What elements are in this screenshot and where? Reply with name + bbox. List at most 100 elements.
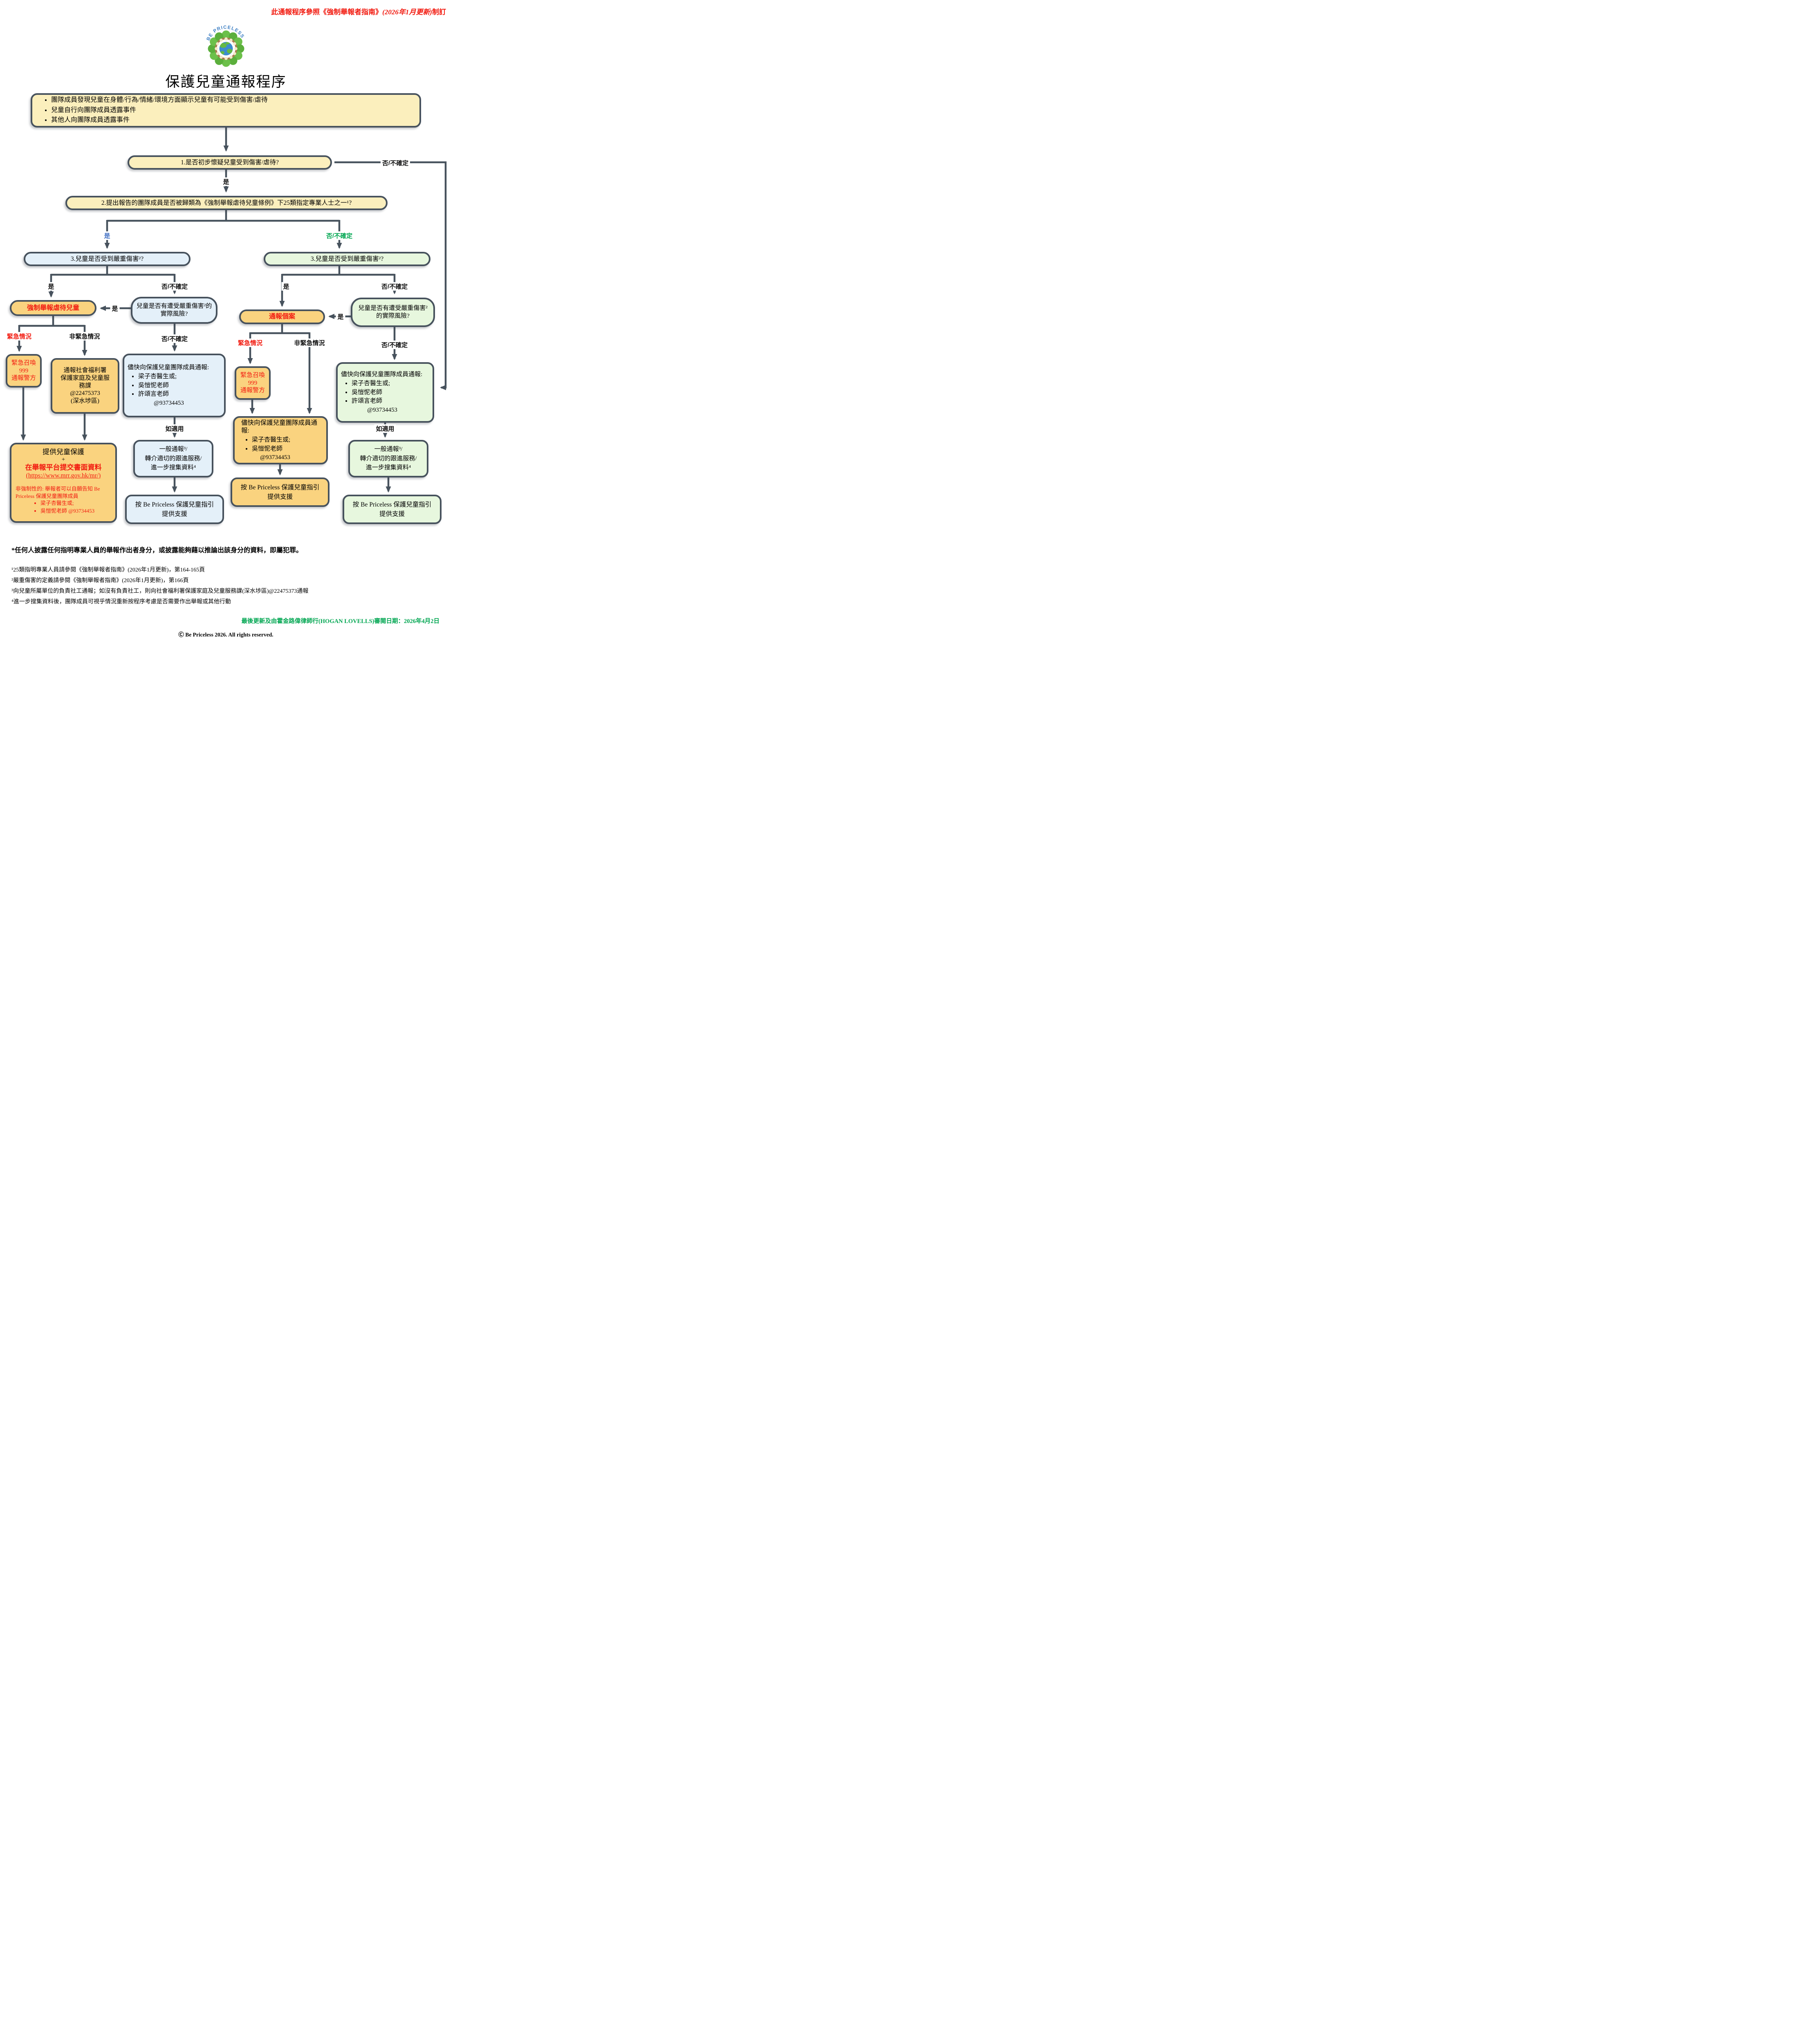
question-2-text: 2.提出報告的團隊成員是否被歸類為《強制舉報虐待兒童條例》下25類指定專業人士之… bbox=[101, 199, 352, 206]
label-urgent-left: 緊急情況 bbox=[5, 332, 34, 341]
notify-member: 吳愷怩老師 bbox=[138, 381, 177, 390]
label-no-unsure-q1: 否/不確定 bbox=[380, 159, 410, 167]
label-if-applicable-left: 如適用 bbox=[164, 424, 186, 433]
notify-title: 儘快向保護兒童團隊成員通報: bbox=[241, 419, 318, 435]
notify-team-urgent-node: 儘快向保護兒童團隊成員通報: 梁子杏醫生或; 吳愷怩老師 @93734453 bbox=[233, 416, 328, 464]
review-date: 最後更新及由霍金路偉律師行(HOGAN LOVELLS)審閱日期：2026年4月… bbox=[241, 618, 439, 625]
notify-member: 梁子杏醫生或; bbox=[252, 436, 290, 445]
intro-bullet: 兒童自行向團隊成員透露事件 bbox=[51, 105, 268, 116]
call-999-line: 999 bbox=[248, 379, 258, 386]
notify-member-list: 梁子杏醫生或; 吳愷怩老師 bbox=[241, 436, 290, 454]
intro-box: 團隊成員發現兒童在身體/行為/情緒/環境方面顯示兒童有可能受到傷害/虐待 兒童自… bbox=[31, 93, 421, 128]
general-report-line: 進一步搜集資料⁴ bbox=[150, 464, 196, 471]
question-3-text: 3.兒童是否受到嚴重傷害²? bbox=[70, 255, 144, 262]
disclosure-warning: *任何人披露任何指明專業人員的舉報作出者身分，或披露能夠藉以推論出該身分的資料，… bbox=[11, 547, 303, 554]
general-report-line: 一般通報³/ bbox=[159, 446, 188, 453]
logo-children-ring bbox=[208, 30, 244, 67]
support-line: 按 Be Priceless 保護兒童指引 bbox=[352, 501, 432, 508]
label-no-unsure-risk-left: 否/不確定 bbox=[159, 334, 190, 343]
report-case-node: 通報個案 bbox=[239, 309, 325, 324]
footnote: ¹25類指明專業人員請參閱《強制舉報者指南》(2026年1月更新)，第164-1… bbox=[11, 567, 205, 573]
mandatory-report-node: 強制舉報虐待兒童 bbox=[10, 300, 96, 316]
call-999-line: 999 bbox=[19, 367, 29, 374]
notify-member-list: 梁子杏醫生或; 吳愷怩老師 許頌言老師 bbox=[341, 379, 390, 406]
label-if-applicable-right: 如適用 bbox=[374, 424, 396, 433]
be-priceless-logo: BE PRICELESS bbox=[206, 25, 244, 67]
label-non-urgent-right: 非緊急情況 bbox=[292, 338, 327, 347]
notify-team-right-node: 儘快向保護兒童團隊成員通報: 梁子杏醫生或; 吳愷怩老師 許頌言老師 @9373… bbox=[336, 362, 434, 423]
notify-member: 許頌言老師 bbox=[352, 397, 390, 406]
question-1-text: 1.是否初步懷疑兒童受到傷害/虐待? bbox=[181, 159, 279, 166]
copyright: Ⓒ Be Priceless 2026. All rights reserved… bbox=[178, 632, 274, 638]
logo-earth bbox=[219, 42, 233, 56]
support-right-node: 按 Be Priceless 保護兒童指引 提供支援 bbox=[343, 495, 442, 524]
risk-question-text: 兒童是否有遭受嚴重傷害²的實際風險? bbox=[358, 305, 428, 319]
notify-member: 梁子杏醫生或; bbox=[138, 372, 177, 381]
header-reference-note: 此通報程序參照《強制舉報者指南》(2026年1月更新)制訂 bbox=[271, 6, 446, 16]
call-999-left-node: 緊急召喚 999 通報警方 bbox=[6, 354, 42, 388]
call-999-right-node: 緊急召喚 999 通報警方 bbox=[235, 366, 271, 400]
notify-phone: @93734453 bbox=[154, 400, 184, 407]
label-no-unsure-risk-right: 否/不確定 bbox=[379, 341, 410, 349]
provide-line-2: 在舉報平台提交書面資料 bbox=[25, 463, 102, 471]
swd-line: 通報社會福利署 bbox=[63, 367, 107, 374]
notify-title: 儘快向保護兒童團隊成員通報: bbox=[128, 364, 209, 371]
intro-bullet: 團隊成員發現兒童在身體/行為/情緒/環境方面顯示兒童有可能受到傷害/虐待 bbox=[51, 95, 268, 105]
provide-plus: + bbox=[61, 456, 65, 463]
footnote: ²嚴重傷害的定義請參閱《強制舉報者指南》(2026年1月更新)，第166頁 bbox=[11, 577, 189, 584]
general-report-right-node: 一般通報³/ 轉介適切的跟進服務/ 進一步搜集資料⁴ bbox=[348, 440, 428, 477]
label-no-unsure-q3-left: 否/不確定 bbox=[159, 282, 190, 291]
question-2-node: 2.提出報告的團隊成員是否被歸類為《強制舉報虐待兒童條例》下25類指定專業人士之… bbox=[65, 196, 388, 210]
support-line: 提供支援 bbox=[267, 493, 293, 500]
call-999-line: 緊急召喚 bbox=[240, 372, 265, 379]
general-report-line: 進一步搜集資料⁴ bbox=[365, 464, 411, 471]
report-platform-link[interactable]: (https://www.mrr.gov.hk/mr/) bbox=[26, 472, 101, 479]
provide-protection-node: 提供兒童保護 + 在舉報平台提交書面資料 (https://www.mrr.go… bbox=[10, 443, 117, 523]
support-line: 提供支援 bbox=[161, 511, 187, 518]
general-report-line: 一般通報³/ bbox=[374, 446, 403, 453]
intro-bullet-list: 團隊成員發現兒童在身體/行為/情緒/環境方面顯示兒童有可能受到傷害/虐待 兒童自… bbox=[32, 95, 268, 126]
question-1-node: 1.是否初步懷疑兒童受到傷害/虐待? bbox=[128, 155, 332, 170]
label-no-unsure-q2: 否/不確定 bbox=[324, 231, 354, 240]
notify-phone: @93734453 bbox=[367, 407, 397, 414]
header-note-update: (2026年1月更新) bbox=[382, 8, 432, 16]
general-report-line: 轉介適切的跟進服務/ bbox=[360, 455, 417, 462]
mandatory-report-text: 強制舉報虐待兒童 bbox=[27, 304, 79, 312]
report-case-text: 通報個案 bbox=[269, 313, 295, 320]
provide-member-list: 梁子杏醫生或; 吳愷怩老師 @93734453 bbox=[32, 500, 94, 514]
intro-bullet: 其他人向團隊成員透露事件 bbox=[51, 115, 268, 126]
general-report-line: 轉介適切的跟進服務/ bbox=[145, 455, 202, 462]
label-yes-q3-left: 是 bbox=[46, 282, 56, 291]
notify-member-list: 梁子杏醫生或; 吳愷怩老師 許頌言老師 bbox=[128, 372, 177, 399]
general-report-left-node: 一般通報³/ 轉介適切的跟進服務/ 進一步搜集資料⁴ bbox=[133, 440, 213, 477]
label-no-unsure-q3-right: 否/不確定 bbox=[379, 282, 410, 291]
notify-member: 吳愷怩老師 bbox=[352, 388, 390, 397]
footnotes: ¹25類指明專業人員請參閱《強制舉報者指南》(2026年1月更新)，第164-1… bbox=[11, 565, 445, 607]
notify-member: 梁子杏醫生或; bbox=[352, 379, 390, 388]
swd-line: (深水埗區) bbox=[71, 398, 99, 405]
footnote: ³向兒童所屬單位的負責社工通報；如沒有負責社工，則向社會福利署保護家庭及兒童服務… bbox=[11, 588, 309, 594]
notify-title: 儘快向保護兒童團隊成員通報: bbox=[341, 371, 423, 378]
header-note-suffix: 制訂 bbox=[432, 8, 446, 16]
notify-member: 吳愷怩老師 bbox=[252, 445, 290, 454]
provide-member: 吳愷怩老師 @93734453 bbox=[40, 507, 94, 515]
page-title: 保護兒童通報程序 bbox=[165, 74, 287, 90]
call-999-line: 緊急召喚 bbox=[11, 359, 36, 366]
risk-question-right-node: 兒童是否有遭受嚴重傷害²的實際風險? bbox=[351, 298, 435, 327]
swd-report-node: 通報社會福利署 保護家庭及兒童服 務課 @22475373 (深水埗區) bbox=[51, 358, 119, 414]
swd-line: @22475373 bbox=[70, 390, 100, 397]
question-3-left-node: 3.兒童是否受到嚴重傷害²? bbox=[24, 252, 191, 266]
label-yes-q3-right: 是 bbox=[281, 282, 291, 291]
notify-member: 許頌言老師 bbox=[138, 390, 177, 399]
call-999-line: 通報警方 bbox=[240, 387, 265, 394]
provide-member: 梁子杏醫生或; bbox=[40, 500, 94, 507]
label-urgent-right: 緊急情況 bbox=[236, 338, 265, 347]
question-3-text: 3.兒童是否受到嚴重傷害²? bbox=[310, 255, 384, 262]
footnote: ⁴進一步搜集資料後，團隊成員可視乎情況重新按程序考慮是否需要作出舉報或其他行動 bbox=[11, 598, 231, 605]
support-left-node: 按 Be Priceless 保護兒童指引 提供支援 bbox=[125, 495, 224, 524]
label-yes-risk-left: 是 bbox=[110, 304, 120, 313]
provide-line-1: 提供兒童保護 bbox=[43, 448, 84, 456]
question-3-right-node: 3.兒童是否受到嚴重傷害²? bbox=[264, 252, 430, 266]
label-yes-q1: 是 bbox=[221, 177, 231, 186]
risk-question-left-node: 兒童是否有遭受嚴重傷害²的實際風險? bbox=[131, 297, 217, 324]
